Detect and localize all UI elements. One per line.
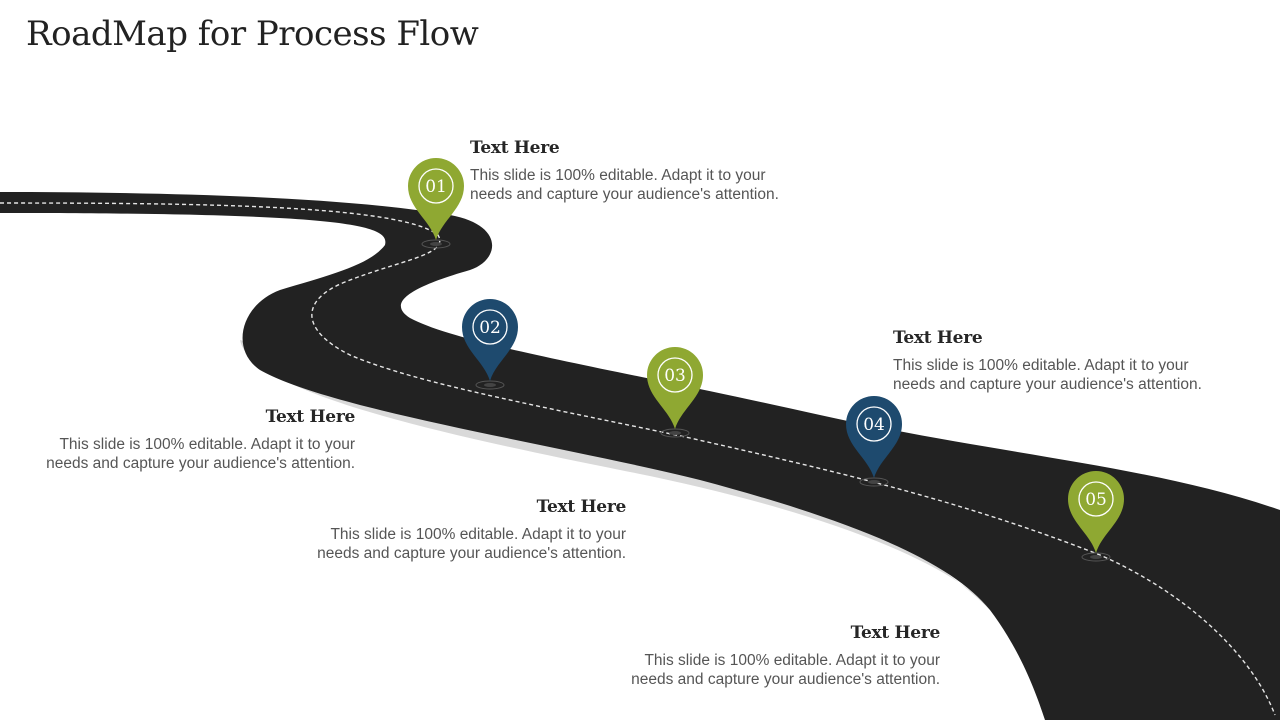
text-block-body: This slide is 100% editable. Adapt it to… — [470, 167, 779, 203]
text-block-heading: Text Here — [536, 497, 627, 517]
milestone-pin-03[interactable]: 03 — [647, 347, 703, 438]
text-block-body: This slide is 100% editable. Adapt it to… — [893, 357, 1202, 393]
pin-icon — [1068, 471, 1124, 553]
milestone-pin-04[interactable]: 04 — [846, 396, 902, 487]
text-block-body: This slide is 100% editable. Adapt it to… — [631, 652, 940, 688]
text-block-heading: Text Here — [470, 138, 560, 158]
text-block-03: Text Here This slide is 100% editable. A… — [296, 497, 626, 563]
pin-icon — [408, 158, 464, 240]
pin-icon — [647, 347, 703, 429]
text-block-01: Text Here This slide is 100% editable. A… — [470, 138, 800, 204]
road-body — [0, 192, 1280, 720]
text-block-heading: Text Here — [893, 328, 983, 348]
text-block-heading: Text Here — [265, 407, 356, 427]
text-block-02: Text Here This slide is 100% editable. A… — [25, 407, 355, 473]
pin-icon — [846, 396, 902, 478]
milestone-pin-05[interactable]: 05 — [1068, 471, 1124, 562]
milestone-pin-02[interactable]: 02 — [462, 299, 518, 390]
text-block-heading: Text Here — [850, 623, 941, 643]
text-block-05: Text Here This slide is 100% editable. A… — [610, 623, 940, 689]
milestone-number: 05 — [1085, 490, 1107, 510]
milestone-pin-01[interactable]: 01 — [408, 158, 464, 249]
milestone-number: 01 — [425, 177, 447, 197]
road-center-line — [0, 202, 1276, 716]
milestone-number: 03 — [664, 366, 686, 386]
milestone-number: 02 — [479, 318, 501, 338]
text-block-body: This slide is 100% editable. Adapt it to… — [317, 526, 626, 562]
pin-icon — [462, 299, 518, 381]
page-title: RoadMap for Process Flow — [26, 14, 479, 54]
text-block-04: Text Here This slide is 100% editable. A… — [893, 328, 1223, 394]
text-block-body: This slide is 100% editable. Adapt it to… — [46, 436, 355, 472]
milestone-number: 04 — [863, 415, 885, 435]
